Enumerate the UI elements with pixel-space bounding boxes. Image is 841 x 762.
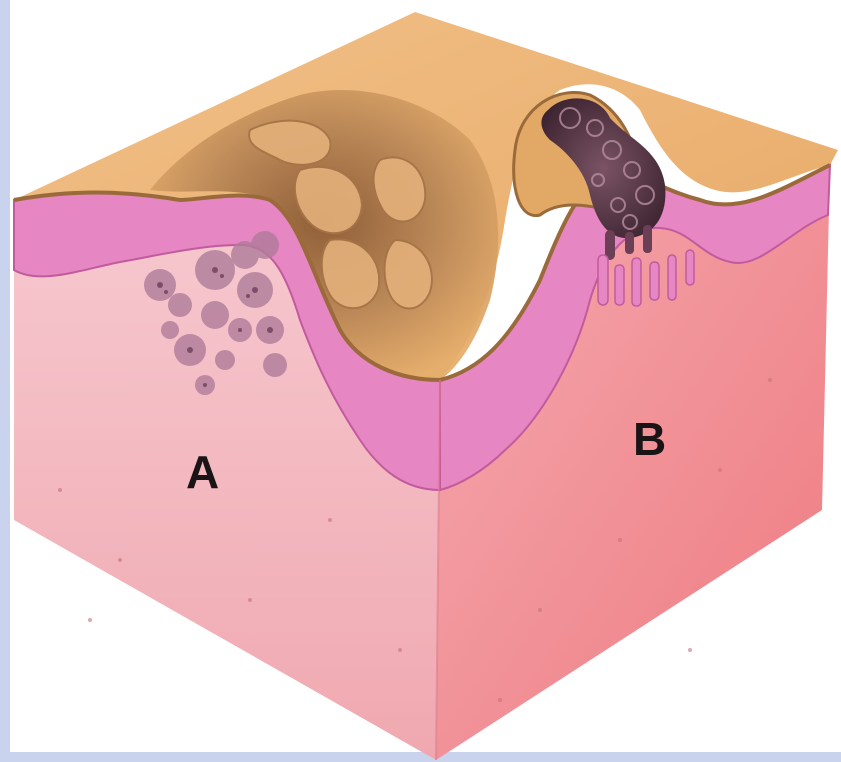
label-b: B bbox=[633, 413, 666, 465]
label-a: A bbox=[186, 446, 219, 498]
frame-bottom-border bbox=[0, 752, 841, 762]
frame-left-border bbox=[0, 0, 10, 762]
